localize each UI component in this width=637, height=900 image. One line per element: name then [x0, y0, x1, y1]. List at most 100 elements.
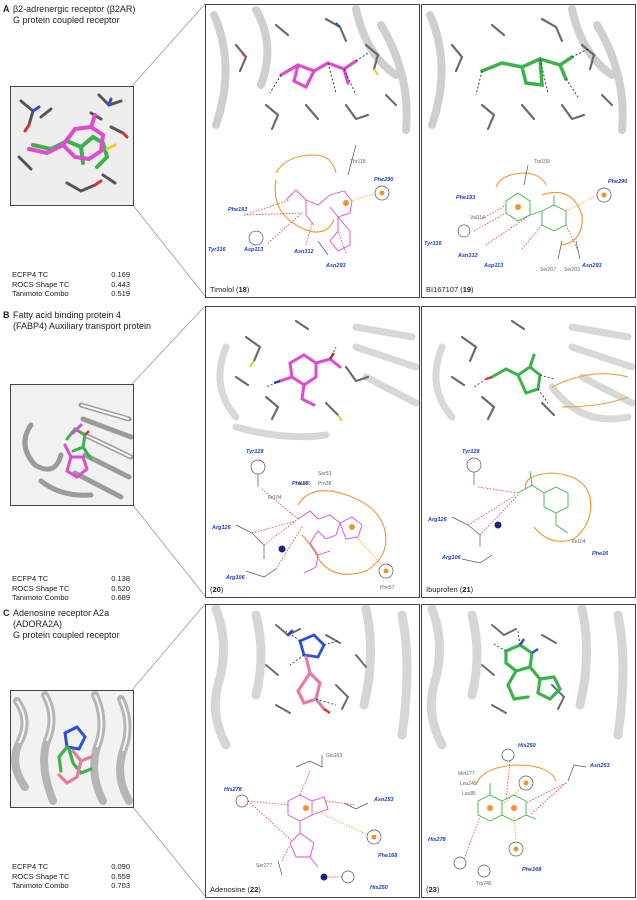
section-c: C Adenosine receptor A2a (ADORA2A) G pro…	[0, 600, 637, 900]
section-b: B Fatty acid binding protein 4 (FABP4) A…	[0, 302, 637, 603]
residue-label-gray: Trp246	[476, 881, 492, 887]
residue-label: Phe193	[456, 195, 475, 201]
residue-label: Phe193	[228, 207, 247, 213]
residue-label-gray: Ile104	[268, 495, 282, 501]
residue-label: Asn293	[325, 263, 346, 269]
overlay-3d-image	[11, 385, 133, 505]
residue-label: His278	[428, 837, 447, 843]
section-title: Fatty acid binding protein 4 (FABP4) Aux…	[13, 310, 151, 332]
residue-label: Phe168	[522, 867, 542, 873]
ligand-overlay-zoom	[10, 384, 134, 506]
residue-label: Phe290	[608, 179, 627, 185]
residue-label-gray: Ser203	[564, 267, 580, 273]
ligand-overlay-zoom	[10, 690, 134, 808]
title-line: (FABP4) Auxiliary transport protein	[13, 321, 152, 331]
panel-caption: Ibuprofen (21)	[426, 585, 474, 594]
section-letter: C	[3, 608, 10, 618]
residue-label: His250	[518, 743, 536, 749]
panel-caption: Timolol (18)	[210, 285, 250, 294]
binding-site-figure: Tyr128 Phe16 Arg126 Arg106 Ser53 Ala75 P…	[211, 319, 419, 591]
residue-label-gray: Glu169	[326, 753, 342, 759]
binding-site-figure: Asn253 His278 Phe168 His250 Glu169 Ser27…	[210, 605, 412, 891]
residue-label: Tyr316	[424, 241, 442, 247]
residue-label: Asp113	[483, 263, 503, 269]
residue-label: Arg126	[427, 517, 448, 523]
ligand-overlay-zoom	[10, 86, 134, 206]
residue-label-gray: Met177	[458, 771, 475, 777]
complex-panel-ibuprofen: Tyr128 Arg126 Arg106 Phe16 Ile104 Ibupro…	[421, 306, 636, 598]
section-letter: B	[3, 310, 10, 320]
title-line: G protein coupled receptor	[13, 15, 120, 25]
overlay-3d-image	[11, 87, 133, 205]
residue-label: His278	[224, 787, 243, 793]
binding-site-figure: Phe193 Tyr316 Asp113 Asn312 Asn293 Phe29…	[208, 5, 411, 269]
residue-label: Asn253	[373, 797, 394, 803]
residue-label: Arg106	[225, 575, 246, 581]
residue-label: Tyr128	[462, 449, 480, 455]
zoom-connector	[131, 3, 206, 297]
panel-caption: (20)	[210, 585, 224, 594]
residue-label: Tyr128	[246, 449, 264, 455]
complex-panel-adenosine: Asn253 His278 Phe168 His250 Glu169 Ser27…	[205, 604, 420, 898]
binding-site-figure: Tyr128 Arg126 Arg106 Phe16 Ile104	[427, 319, 635, 564]
residue-label-gray: Trp109	[534, 159, 550, 165]
residue-label-gray: Leu85	[462, 791, 476, 797]
residue-label-gray: Leu249	[460, 781, 477, 787]
residue-label-gray: Phe57	[380, 585, 395, 591]
section-a: A β2-adrenergic receptor (β2AR) G protei…	[0, 0, 637, 300]
residue-label: Phe168	[378, 853, 398, 859]
residue-label: Phe290	[374, 177, 393, 183]
residue-label: Phe16	[592, 551, 609, 557]
complex-panel-timolol: Phe193 Tyr316 Asp113 Asn312 Asn293 Phe29…	[205, 4, 420, 298]
residue-label: Arg126	[211, 525, 232, 531]
complex-panel-bi167107: Phe193 Tyr316 Asn312 Asp113 Asn293 Phe29…	[421, 4, 636, 298]
overlay-3d-image	[11, 691, 133, 807]
section-letter: A	[3, 4, 10, 14]
residue-label: Tyr316	[208, 247, 226, 253]
residue-label: Asn293	[581, 263, 602, 269]
zoom-connector	[131, 603, 206, 897]
panel-caption: (23)	[426, 885, 440, 894]
residue-label-gray: Ala75	[298, 481, 311, 487]
complex-panel-compound-20: Tyr128 Phe16 Arg126 Arg106 Ser53 Ala75 P…	[205, 306, 420, 598]
panel-caption: Adenosine (22)	[210, 885, 261, 894]
residue-label-gray: Ile104	[572, 539, 586, 545]
residue-label-gray: Val114	[470, 215, 485, 221]
zoom-connector	[131, 305, 206, 597]
residue-label: Asn253	[589, 763, 610, 769]
title-line: G protein coupled receptor	[13, 630, 120, 640]
section-title: Adenosine receptor A2a (ADORA2A) G prote…	[13, 608, 120, 641]
complex-panel-compound-23: His250 Asn253 His278 Phe168 Met177 Leu24…	[421, 604, 636, 898]
residue-label: Arg106	[441, 555, 462, 561]
binding-site-figure: Phe193 Tyr316 Asn312 Asp113 Asn293 Phe29…	[424, 5, 627, 273]
residue-label: Phe16	[292, 481, 309, 487]
title-line: Fatty acid binding protein 4	[13, 310, 122, 320]
residue-label-gray: Ser207	[540, 267, 556, 273]
residue-label-gray: Pro38	[318, 481, 332, 487]
residue-label: His250	[370, 885, 388, 891]
title-line: β2-adrenergic receptor (β2AR)	[13, 4, 136, 14]
title-line: Adenosine receptor A2a	[13, 608, 110, 618]
binding-site-figure: His250 Asn253 His278 Phe168 Met177 Leu24…	[426, 605, 628, 887]
residue-label-gray: Thr118	[350, 159, 366, 165]
residue-label: Asn312	[293, 249, 314, 255]
residue-label: Asp113	[243, 247, 263, 253]
panel-caption: BI167107 (19)	[426, 285, 474, 294]
section-title: β2-adrenergic receptor (β2AR) G protein …	[13, 4, 135, 26]
residue-label: Asn312	[457, 253, 478, 259]
residue-label-gray: Ser53	[318, 471, 332, 477]
title-line: (ADORA2A)	[13, 619, 63, 629]
residue-label-gray: Ser277	[256, 863, 272, 869]
